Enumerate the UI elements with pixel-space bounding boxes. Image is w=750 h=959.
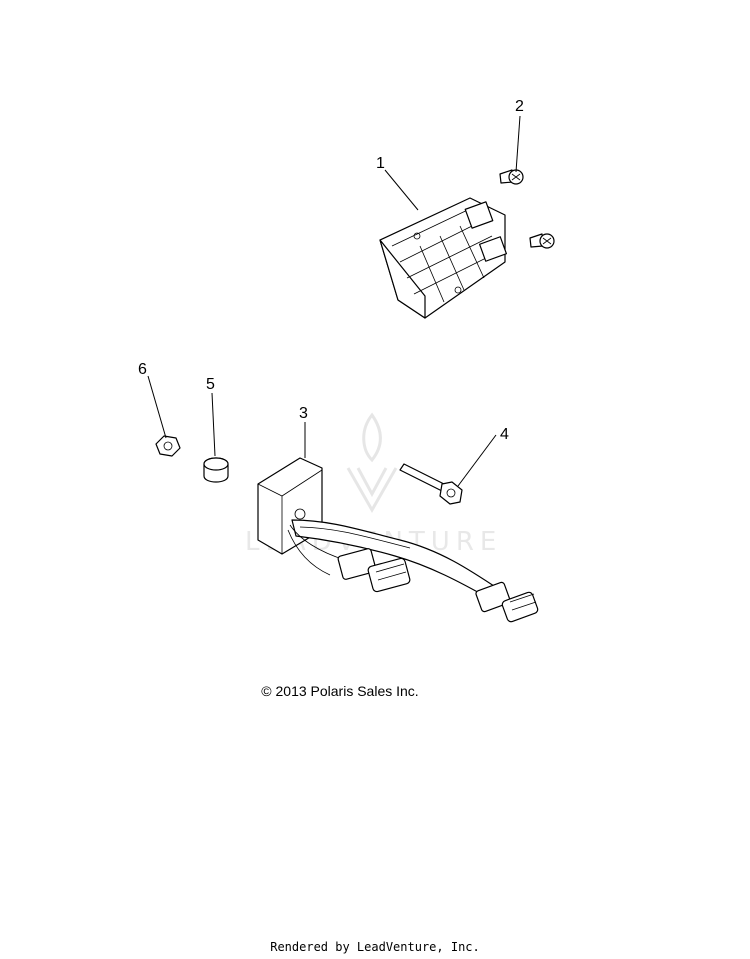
leader-6 xyxy=(147,375,167,439)
copyright-text: © 2013 Polaris Sales Inc. xyxy=(261,683,419,699)
part-6-nut[interactable] xyxy=(155,435,181,457)
callout-2: 2 xyxy=(515,98,524,115)
callout-6: 6 xyxy=(138,361,147,378)
part-4-bolt[interactable] xyxy=(399,463,463,505)
leader-4 xyxy=(457,434,497,487)
rendered-by-footer: Rendered by LeadVenture, Inc. xyxy=(270,940,480,954)
callout-4: 4 xyxy=(500,426,509,443)
part-1-voltage-regulator[interactable] xyxy=(379,197,508,319)
leader-2 xyxy=(515,115,521,173)
callout-5: 5 xyxy=(206,376,215,393)
part-2-screw-lower[interactable] xyxy=(529,233,555,249)
leader-5 xyxy=(211,392,216,457)
part-3-module-harness[interactable] xyxy=(257,457,539,623)
callout-1: 1 xyxy=(376,155,385,172)
part-2-screw-upper[interactable] xyxy=(499,169,524,185)
part-5-spacer[interactable] xyxy=(203,457,229,483)
callout-3: 3 xyxy=(299,405,308,422)
leader-1 xyxy=(384,169,419,211)
